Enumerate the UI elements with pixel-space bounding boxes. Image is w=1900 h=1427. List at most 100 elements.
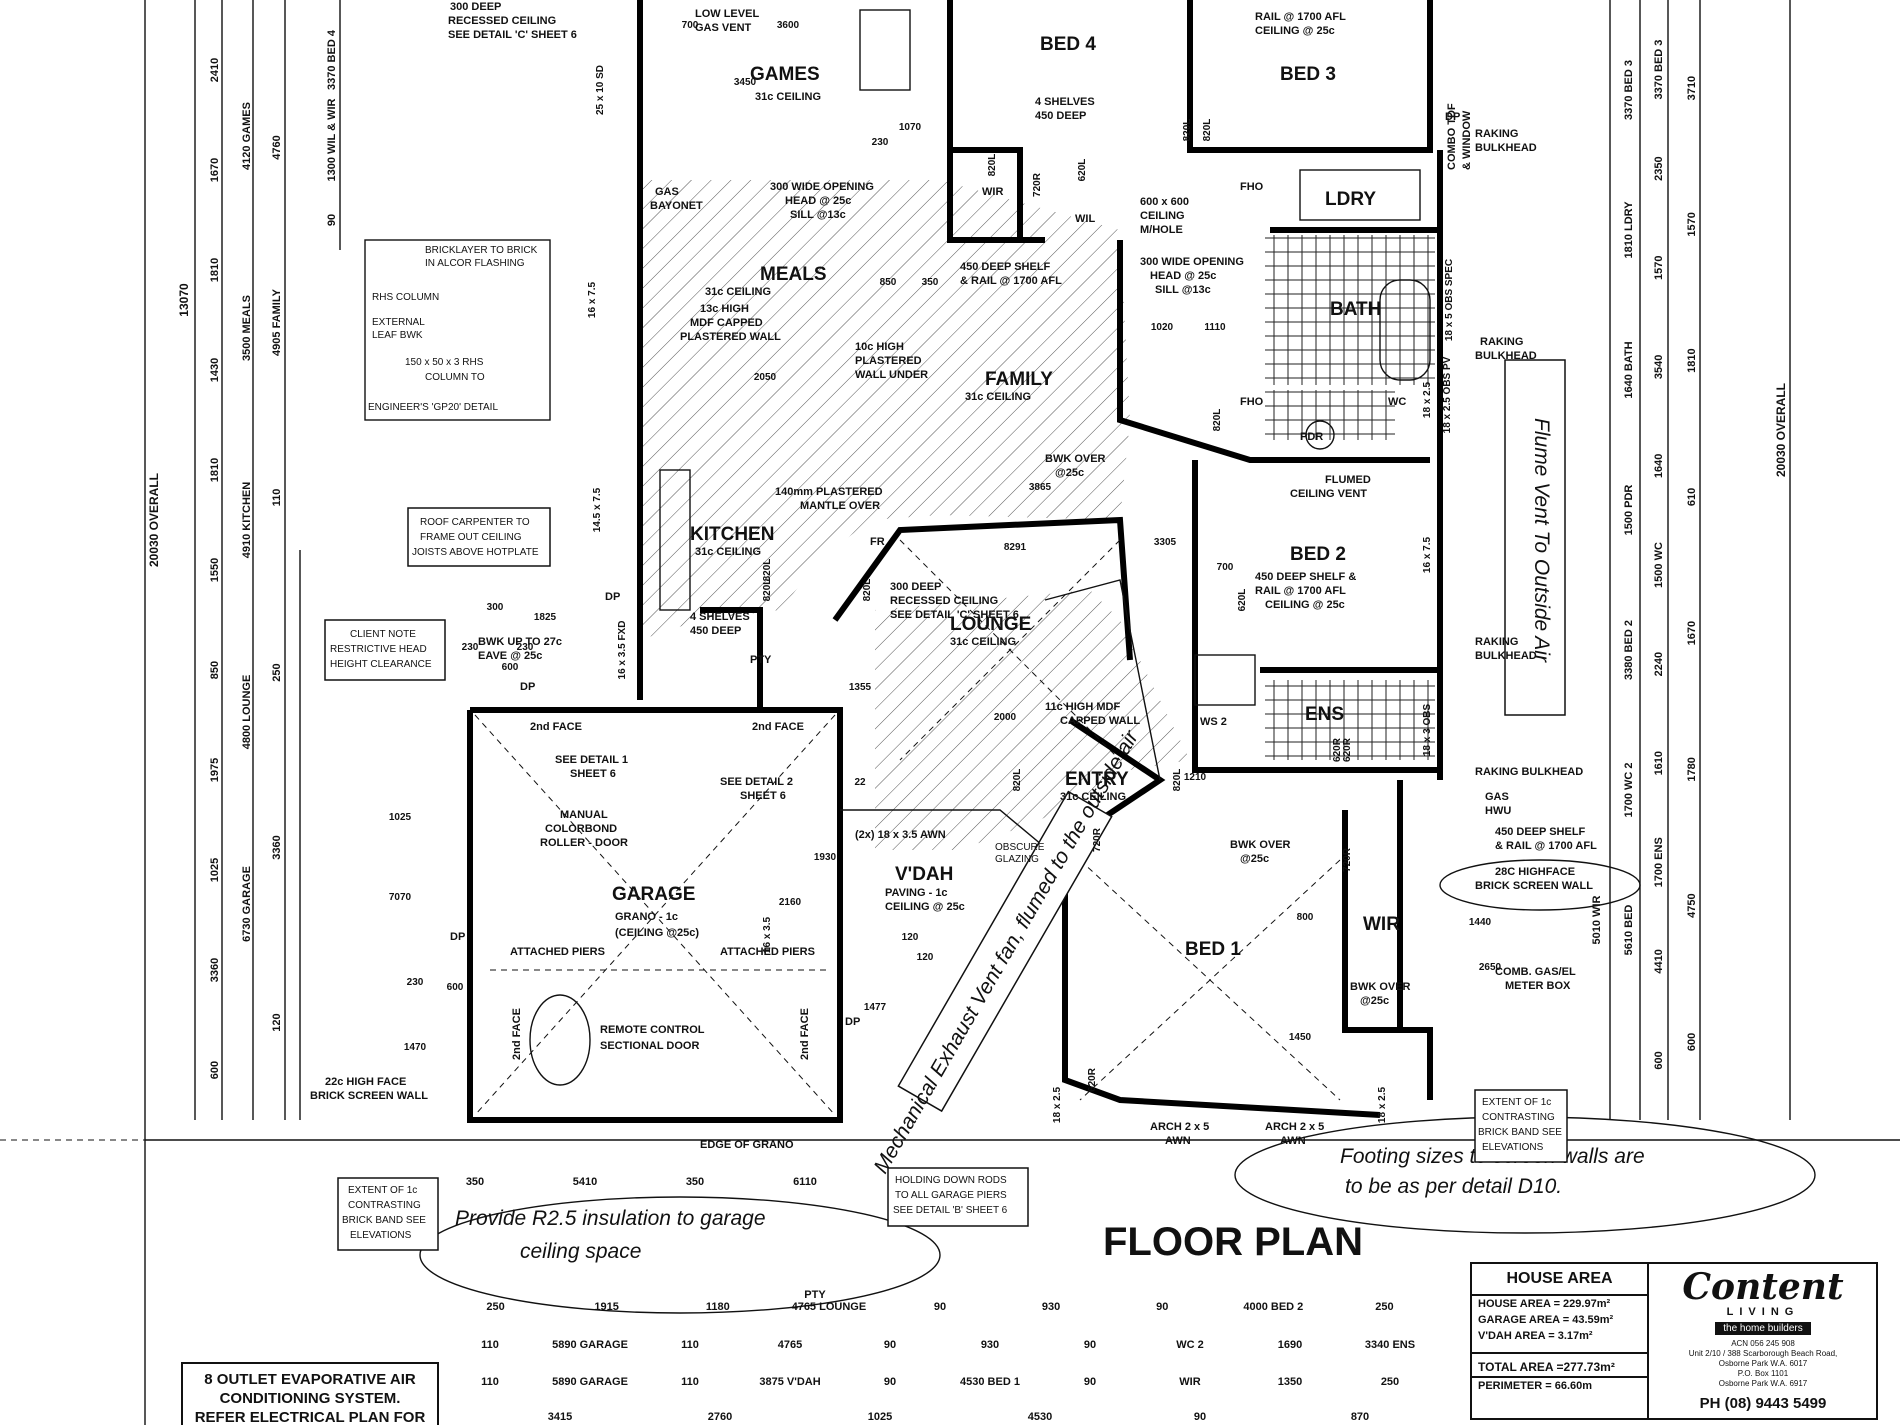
dp-mark: DP (1445, 111, 1460, 123)
flume-vent-box: Flume Vent To Outside Air (1504, 359, 1566, 716)
dimension-label: 13070 (177, 283, 191, 317)
dimension-label: 1670 (209, 158, 221, 182)
note-bwk-bed1: @25c (1240, 853, 1269, 865)
dp-mark: DP (845, 1016, 860, 1028)
note-recessed-top: SEE DETAIL 'C' SHEET 6 (448, 29, 577, 41)
dimension-label: 4000 BED 2 (1243, 1301, 1303, 1313)
notes: 300 DEEP RECESSED CEILING SEE DETAIL 'C'… (310, 1, 1597, 1251)
window-size: 14.5 x 7.5 (592, 487, 603, 532)
dimension-label: 110 (271, 489, 283, 507)
insulation-line-1: Provide R2.5 insulation to garage (455, 1207, 766, 1230)
note-arch-1: ARCH 2 x 5 (1150, 1121, 1209, 1133)
dimension-label: 8291 (1004, 542, 1027, 553)
note-mdf-family: PLASTERED (855, 355, 922, 367)
room-entry: ENTRY (1065, 769, 1129, 790)
note-mdf-family: WALL UNDER (855, 369, 928, 381)
garage-cross (474, 714, 836, 1116)
dimension-label: 90 (1194, 1411, 1206, 1423)
dimension-label: 1810 (1686, 348, 1698, 372)
room-bed4: BED 4 (1040, 34, 1096, 55)
note-bricklayer: 150 x 50 x 3 RHS (405, 357, 484, 368)
dimension-label: 3450 (734, 77, 757, 88)
dimension-label: 1350 (1278, 1376, 1302, 1388)
dimension-label: 2650 (1479, 962, 1502, 973)
note-wide-opening-hall: 300 WIDE OPENING (1140, 256, 1244, 268)
dimension-label: 5010 WIR (1591, 895, 1603, 944)
dimension-label: 3370 BED 3 (1623, 60, 1635, 120)
dimension-label: 4120 GAMES (241, 102, 253, 170)
dimension-label: 1110 (1204, 322, 1226, 333)
dimension-label: 1570 (1686, 212, 1698, 236)
dimension-label: 90 (1156, 1301, 1168, 1313)
overall-dimension: 20030 OVERALL (147, 473, 161, 567)
wall-reference: 720R (1092, 827, 1103, 852)
window-size: 16 x 3.5 (762, 916, 773, 953)
room-fr: FR (870, 536, 885, 548)
note-2nd-face-1: 2nd FACE (530, 721, 582, 733)
wall-reference: 820L (987, 154, 998, 177)
dimension-label: 1020 (1151, 322, 1174, 333)
note-manhole: M/HOLE (1140, 224, 1183, 236)
dimension-label: 1550 (209, 558, 221, 582)
dimension-label: 3340 ENS (1365, 1339, 1415, 1351)
dimension-label: 3875 V'DAH (759, 1376, 820, 1388)
dimension-label: 22 (854, 777, 866, 788)
dimension-label: 3305 (1154, 537, 1177, 548)
dimension-label: 1025 (209, 858, 221, 882)
note-extent-right: EXTENT OF 1c (1482, 1097, 1551, 1108)
note-raking-2: RAKING (1480, 336, 1523, 348)
dimension-label: 4910 KITCHEN (241, 482, 253, 558)
dimension-label: 350 (686, 1176, 704, 1188)
note-shelf-rail-bed2: RAIL @ 1700 AFL (1255, 585, 1346, 597)
dimension-label: 700 (1217, 562, 1234, 573)
garage-area-value: GARAGE AREA = 43.59m² (1478, 1314, 1614, 1326)
dimension-label: 4800 LOUNGE (241, 675, 253, 750)
dimension-label: 3370 BED 3 (1653, 40, 1665, 100)
room-ens: ENS (1305, 704, 1344, 725)
room-labels: BED 4 BED 3 GAMES MEALS FAMILY KITCHEN L… (612, 34, 1406, 960)
note-holding-rods: SEE DETAIL 'B' SHEET 6 (893, 1205, 1008, 1216)
dimension-label: 90 (1084, 1376, 1096, 1388)
dimension-label: 230 (872, 137, 889, 148)
wall-reference: 620L (1077, 159, 1088, 182)
note-bricklayer: BRICKLAYER TO BRICK (425, 245, 538, 256)
dimension-label: 6730 GARAGE (241, 866, 253, 942)
note-holding-rods: TO ALL GARAGE PIERS (895, 1190, 1007, 1201)
dimension-label: 1210 (1184, 772, 1207, 783)
title-block: HOUSE AREA HOUSE AREA = 229.97m² GARAGE … (1470, 1262, 1878, 1420)
wall-reference: 820L (1202, 119, 1213, 142)
note-raking-1: BULKHEAD (1475, 142, 1537, 154)
dimension-label: 120 (271, 1013, 283, 1031)
wall-reference: 820L (862, 579, 873, 602)
note-client: RESTRICTIVE HEAD (330, 644, 427, 655)
note-shelves-bed4: 4 SHELVES (1035, 96, 1095, 108)
house-area-box: HOUSE AREA HOUSE AREA = 229.97m² GARAGE … (1472, 1264, 1649, 1418)
address-line: Osborne Park W.A. 6017 (1718, 1359, 1808, 1368)
dimension-label: 250 (271, 663, 283, 681)
left-dimension-lines (194, 0, 341, 1120)
dimension-label: 2760 (708, 1411, 732, 1423)
note-capped-wall: CAPPED WALL (1060, 715, 1140, 727)
note-gas-hwu: HWU (1485, 805, 1511, 817)
builder-logo: Content LIVING the home builders ACN 056… (1654, 1268, 1872, 1412)
dimension-label: 600 (209, 1061, 221, 1079)
note-client: CLIENT NOTE (350, 629, 416, 640)
room-vdah: V'DAH (895, 864, 953, 885)
note-wide-opening-meals: SILL @13c (790, 209, 846, 221)
dp-marks: DP DP DP DP DP FHO FHO (450, 111, 1460, 1028)
dimension-label: 5890 GARAGE (552, 1376, 628, 1388)
overall-dimension: 20030 OVERALL (1774, 383, 1788, 477)
dimension-label: 350 (922, 277, 939, 288)
note-raking-3: BULKHEAD (1475, 650, 1537, 662)
dimension-label: 110 (681, 1376, 699, 1388)
note-mdf-meals: 13c HIGH (700, 303, 749, 315)
note-shelf-rail-bed2: 450 DEEP SHELF & (1255, 571, 1356, 583)
dimension-label: 1670 (1686, 621, 1698, 645)
note-bricklayer: RHS COLUMN (372, 292, 439, 303)
note-shelf-rail-bed3: CEILING @ 25c (1255, 25, 1335, 37)
dimension-label: 1700 WC 2 (1623, 762, 1635, 817)
dimension-label: 2350 (1653, 156, 1665, 180)
room-kitchen: KITCHEN (690, 524, 774, 545)
